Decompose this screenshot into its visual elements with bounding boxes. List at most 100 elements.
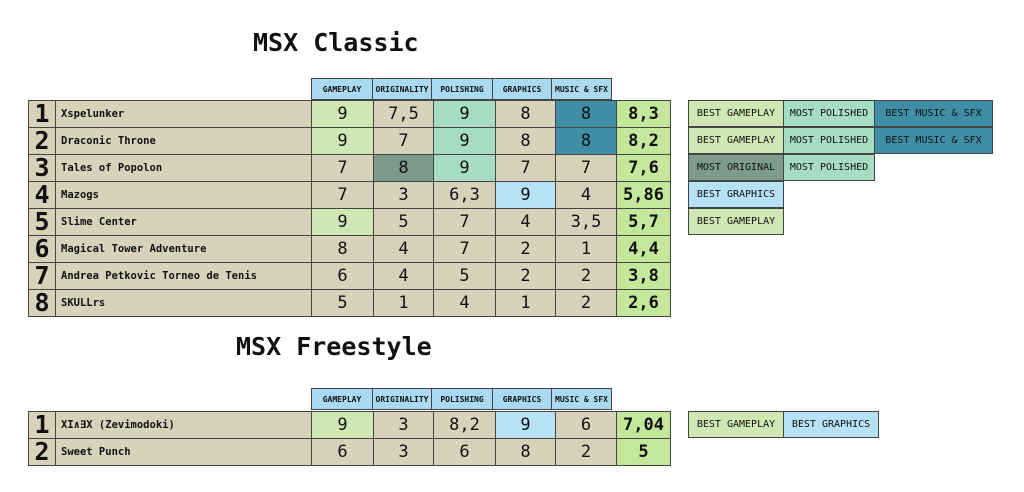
- rank-number: 5: [28, 208, 56, 236]
- score-cell: 4: [373, 262, 434, 290]
- header-graphics: GRAPHICS: [492, 388, 552, 410]
- classic-section-title: MSX Classic: [253, 28, 419, 57]
- game-title: Slime Center: [55, 208, 312, 236]
- score-cell: 3: [373, 411, 434, 439]
- rank-number: 8: [28, 289, 56, 317]
- header-music-sfx: MUSIC & SFX: [551, 388, 612, 410]
- rank-number: 2: [28, 438, 56, 466]
- header-graphics: GRAPHICS: [492, 78, 552, 100]
- score-cell: 6: [555, 411, 617, 439]
- score-cell: 7: [495, 154, 556, 182]
- score-cell: 1: [495, 289, 556, 317]
- score-cell: 8: [373, 154, 434, 182]
- score-cell: 7: [311, 181, 374, 209]
- score-cell: 3,5: [555, 208, 617, 236]
- award-badge: BEST GAMEPLAY: [688, 100, 784, 127]
- score-cell: 7: [433, 208, 496, 236]
- score-cell: 9: [495, 411, 556, 439]
- total-score: 5,7: [616, 208, 671, 236]
- header-music-sfx: MUSIC & SFX: [551, 78, 612, 100]
- game-title: XI∧∃X (Zevimodoki): [55, 411, 312, 439]
- score-cell: 7,5: [373, 100, 434, 128]
- header-polishing: POLISHING: [431, 388, 493, 410]
- header-gameplay: GAMEPLAY: [311, 78, 373, 100]
- score-cell: 3: [373, 181, 434, 209]
- award-row: BEST GRAPHICS: [688, 181, 784, 208]
- score-cell: 3: [373, 438, 434, 466]
- score-cell: 9: [433, 154, 496, 182]
- award-badge: BEST GRAPHICS: [688, 181, 784, 208]
- game-title: Sweet Punch: [55, 438, 312, 466]
- score-cell: 9: [311, 208, 374, 236]
- award-badge: MOST POLISHED: [783, 154, 875, 181]
- total-score: 5,86: [616, 181, 671, 209]
- score-cell: 5: [433, 262, 496, 290]
- rank-number: 6: [28, 235, 56, 263]
- score-cell: 2: [555, 289, 617, 317]
- score-cell: 7: [373, 127, 434, 155]
- score-cell: 2: [495, 262, 556, 290]
- score-cell: 9: [495, 181, 556, 209]
- score-cell: 8: [495, 438, 556, 466]
- score-cell: 7: [555, 154, 617, 182]
- score-cell: 2: [555, 438, 617, 466]
- score-cell: 8: [495, 127, 556, 155]
- score-cell: 4: [495, 208, 556, 236]
- header-gameplay: GAMEPLAY: [311, 388, 373, 410]
- score-cell: 8: [555, 100, 617, 128]
- total-score: 7,04: [616, 411, 671, 439]
- score-cell: 9: [433, 127, 496, 155]
- game-title: Magical Tower Adventure: [55, 235, 312, 263]
- score-cell: 4: [555, 181, 617, 209]
- award-badge: BEST GAMEPLAY: [688, 411, 784, 438]
- award-badge: MOST ORIGINAL: [688, 154, 784, 181]
- header-polishing: POLISHING: [431, 78, 493, 100]
- award-badge: BEST GRAPHICS: [783, 411, 879, 438]
- score-cell: 1: [373, 289, 434, 317]
- rank-number: 4: [28, 181, 56, 209]
- total-score: 5: [616, 438, 671, 466]
- score-cell: 8: [311, 235, 374, 263]
- score-cell: 7: [311, 154, 374, 182]
- award-badge: BEST GAMEPLAY: [688, 127, 784, 154]
- award-badge: BEST MUSIC & SFX: [874, 127, 993, 154]
- header-originality: ORIGINALITY: [372, 388, 432, 410]
- score-cell: 5: [311, 289, 374, 317]
- award-badge: MOST POLISHED: [783, 100, 875, 127]
- game-title: SKULLrs: [55, 289, 312, 317]
- game-title: Andrea Petkovic Torneo de Tenis: [55, 262, 312, 290]
- score-cell: 9: [311, 100, 374, 128]
- total-score: 8,3: [616, 100, 671, 128]
- award-badge: BEST MUSIC & SFX: [874, 100, 993, 127]
- total-score: 8,2: [616, 127, 671, 155]
- rank-number: 7: [28, 262, 56, 290]
- total-score: 3,8: [616, 262, 671, 290]
- game-title: Xspelunker: [55, 100, 312, 128]
- score-cell: 8,2: [433, 411, 496, 439]
- award-row: BEST GAMEPLAY: [688, 208, 784, 235]
- award-badge: BEST GAMEPLAY: [688, 208, 784, 235]
- rank-number: 2: [28, 127, 56, 155]
- score-cell: 2: [555, 262, 617, 290]
- rank-number: 1: [28, 411, 56, 439]
- score-cell: 6,3: [433, 181, 496, 209]
- score-cell: 9: [311, 411, 374, 439]
- score-cell: 6: [311, 262, 374, 290]
- score-cell: 4: [373, 235, 434, 263]
- rank-number: 1: [28, 100, 56, 128]
- game-title: Draconic Throne: [55, 127, 312, 155]
